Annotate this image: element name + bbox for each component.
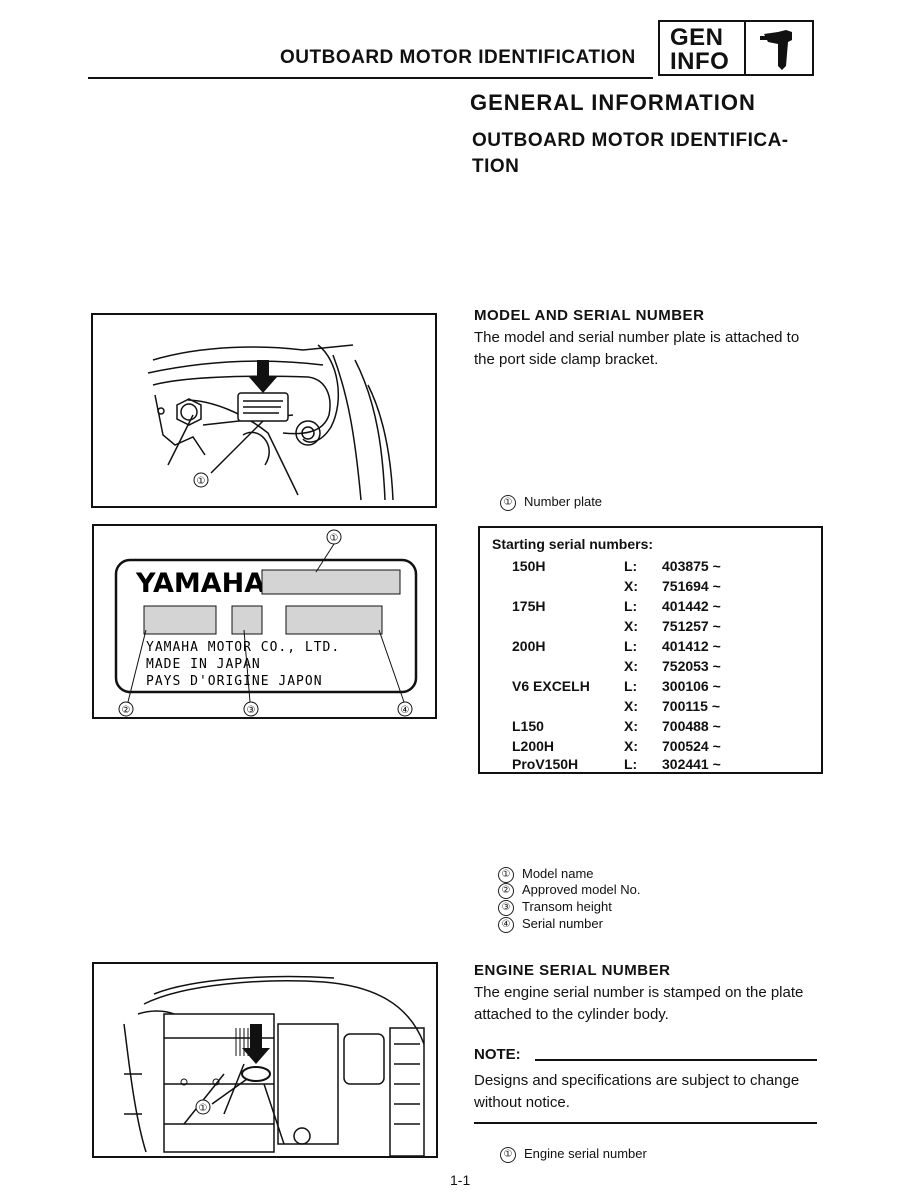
serial-model: 200H (512, 638, 546, 654)
plate-line-1: YAMAHA MOTOR CO., LTD. (146, 640, 340, 655)
serial-code: L: (624, 558, 638, 574)
clamp-bracket-figure: ① (91, 313, 437, 508)
plate-callout-1: ① (330, 533, 339, 544)
legend-text: Transom height (522, 899, 612, 914)
serial-code: X: (624, 578, 638, 594)
legend-item: ① Model name (498, 866, 594, 883)
plate-line-2: MADE IN JAPAN (146, 657, 261, 672)
serial-numbers-table: Starting serial numbers: 150H L: 403875 ~ X… (478, 526, 823, 774)
page-header-title: OUTBOARD MOTOR IDENTIFICATION (280, 47, 636, 68)
engine-serial-heading: ENGINE SERIAL NUMBER (474, 962, 671, 979)
serial-code: L: (624, 756, 638, 772)
plate-callout-2: ② (122, 705, 131, 716)
plate-callout-4: ④ (401, 705, 410, 716)
figure-callout-1: ① (197, 476, 206, 487)
legend-marker: ③ (498, 900, 514, 916)
badge-line-gen: GEN (670, 24, 724, 51)
legend-marker: ② (498, 883, 514, 899)
note-text-line-2: without notice. (474, 1094, 570, 1111)
page-number: 1-1 (450, 1172, 471, 1188)
legend-marker: ④ (498, 917, 514, 933)
serial-value: 751257 ~ (662, 618, 721, 634)
serial-value: 700524 ~ (662, 738, 721, 754)
legend-item: ③ Transom height (498, 899, 612, 916)
plate-line-3: PAYS D'ORIGINE JAPON (146, 674, 323, 689)
serial-value: 300106 ~ (662, 678, 721, 694)
legend-text: Serial number (522, 916, 603, 931)
number-plate-caption: ① Number plate (500, 494, 602, 511)
caption-marker: ① (500, 495, 516, 511)
serial-value: 401412 ~ (662, 638, 721, 654)
outboard-motor-icon (760, 30, 792, 70)
plate-brand: YAMAHA (135, 568, 265, 599)
serial-model: L200H (512, 738, 555, 754)
caption-text: Number plate (524, 494, 603, 509)
plate-legend: ① Model name ② Approved model No. ③ Transom… (498, 866, 798, 938)
gen-info-badge: GEN INFO (658, 20, 814, 76)
clamp-bracket-illustration: ① (147, 344, 394, 501)
serial-plate-figure: YAMAHA YAMAHA MOTOR CO., LTD. MADE IN JA… (92, 524, 437, 719)
note-label: NOTE: (474, 1046, 521, 1063)
engine-serial-text: The engine serial number is stamped on t… (474, 982, 803, 1026)
model-serial-text-line-1: The model and serial number plate is att… (474, 329, 800, 346)
serial-code: X: (624, 698, 638, 714)
figure-callout-1: ① (199, 1103, 208, 1114)
cylinder-body-illustration: ① (123, 975, 425, 1157)
cylinder-body-figure: ① (92, 962, 438, 1158)
note-text: Designs and specifications are subject t… (474, 1070, 799, 1114)
serial-code: X: (624, 718, 638, 734)
note-rule-bottom (474, 1122, 817, 1124)
plate-callout-3: ③ (247, 705, 256, 716)
badge-line-info: INFO (670, 48, 730, 75)
serial-code: X: (624, 738, 638, 754)
arrow-icon (242, 1024, 270, 1064)
note-text-line-1: Designs and specifications are subject t… (474, 1072, 800, 1089)
serial-code: L: (624, 598, 638, 614)
serial-table-heading: Starting serial numbers: (492, 536, 654, 552)
serial-model: 150H (512, 558, 546, 574)
serial-value: 302441 ~ (662, 756, 721, 772)
serial-plate-illustration: YAMAHA YAMAHA MOTOR CO., LTD. MADE IN JA… (114, 529, 418, 717)
caption-text: Engine serial number (524, 1146, 647, 1161)
legend-text: Model name (522, 866, 594, 881)
serial-value: 752053 ~ (662, 658, 721, 674)
serial-code: L: (624, 678, 638, 694)
legend-item: ④ Serial number (498, 916, 603, 933)
serial-value: 403875 ~ (662, 558, 721, 574)
serial-value: 700115 ~ (662, 698, 721, 714)
model-serial-text: The model and serial number plate is att… (474, 327, 799, 371)
serial-model: L150 (512, 718, 544, 734)
serial-code: X: (624, 658, 638, 674)
section-title: OUTBOARD MOTOR IDENTIFICA- TION (472, 128, 832, 180)
serial-value: 751694 ~ (662, 578, 721, 594)
engine-serial-caption: ① Engine serial number (500, 1146, 647, 1163)
header-rule (88, 77, 653, 79)
serial-model: 175H (512, 598, 546, 614)
engine-serial-text-line-1: The engine serial number is stamped on t… (474, 984, 804, 1001)
model-serial-heading: MODEL AND SERIAL NUMBER (474, 307, 705, 324)
serial-code: X: (624, 618, 638, 634)
legend-marker: ① (498, 867, 514, 883)
serial-value: 401442 ~ (662, 598, 721, 614)
arrow-icon (249, 360, 277, 393)
main-title: GENERAL INFORMATION (470, 90, 756, 115)
section-title-line-2: TION (472, 156, 520, 177)
note-rule-top (535, 1059, 817, 1061)
legend-item: ② Approved model No. (498, 882, 641, 899)
serial-code: L: (624, 638, 638, 654)
legend-text: Approved model No. (522, 882, 641, 897)
model-serial-text-line-2: the port side clamp bracket. (474, 351, 659, 368)
section-title-line-1: OUTBOARD MOTOR IDENTIFICA- (472, 130, 789, 151)
engine-serial-text-line-2: attached to the cylinder body. (474, 1006, 669, 1023)
serial-value: 700488 ~ (662, 718, 721, 734)
caption-marker: ① (500, 1147, 516, 1163)
badge-divider (744, 22, 746, 74)
serial-model: V6 EXCELH (512, 678, 590, 694)
serial-model: ProV150H (512, 756, 579, 772)
